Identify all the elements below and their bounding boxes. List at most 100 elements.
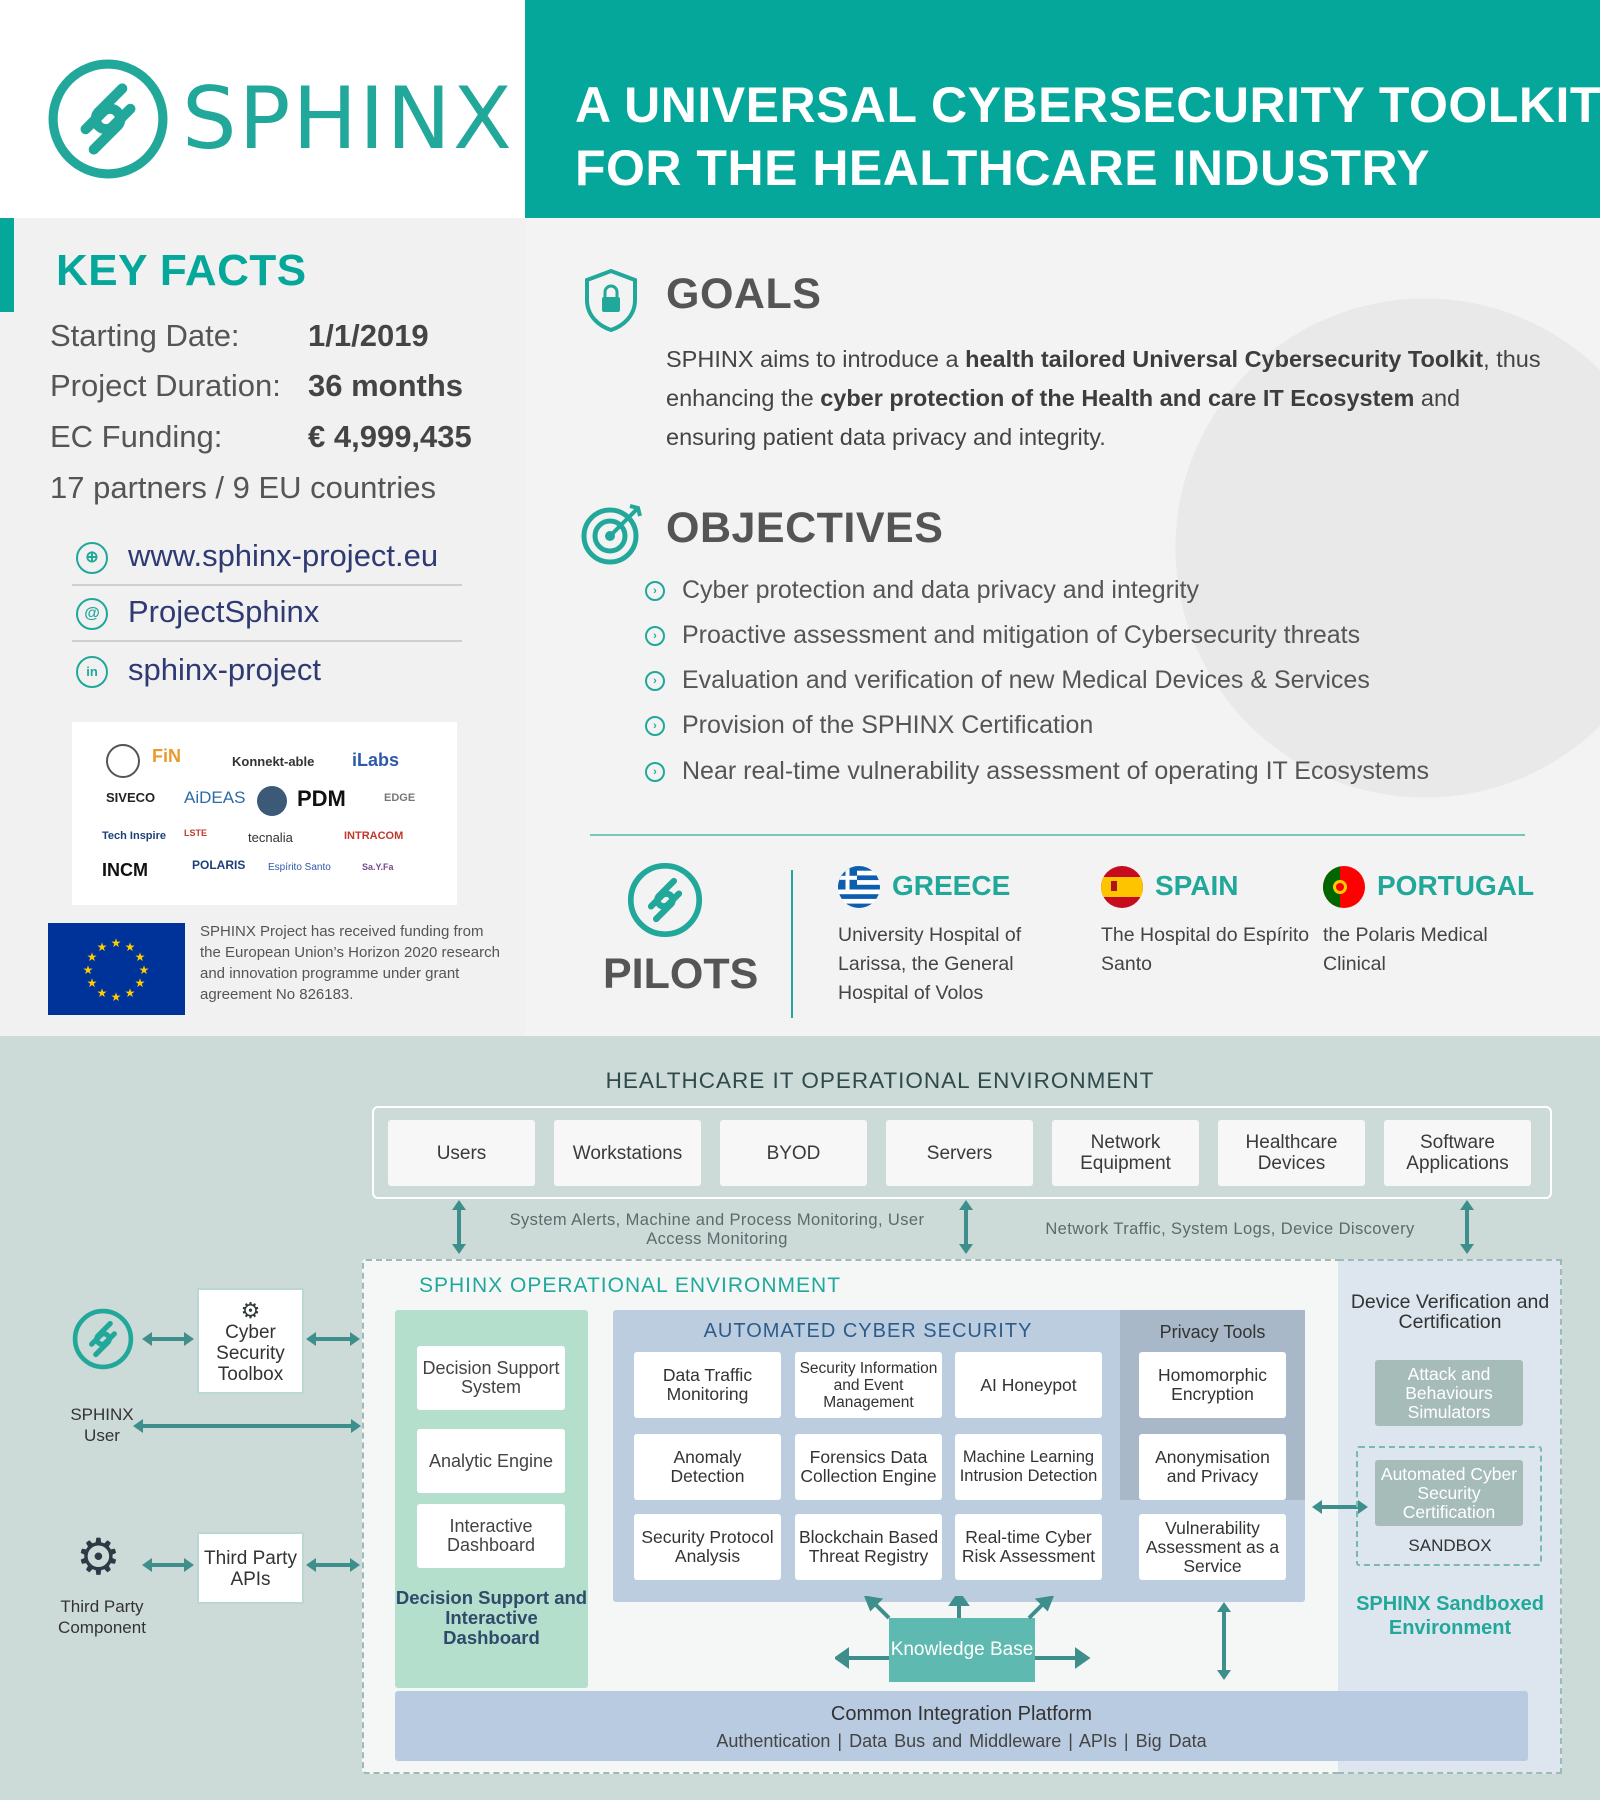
chevron-right-icon: › bbox=[645, 626, 665, 646]
objective-item-label: Evaluation and verification of new Medic… bbox=[682, 666, 1370, 694]
goals-text-bold: cyber protection of the Health and care … bbox=[820, 385, 1415, 411]
greece-flag-icon bbox=[838, 866, 880, 908]
sandbox-box bbox=[1356, 1446, 1542, 1566]
acs-item: Anomaly Detection bbox=[634, 1434, 781, 1500]
decision-support-title: Decision Support and Interactive Dashboa… bbox=[395, 1587, 588, 1648]
partner-logo-intracom: INTRACOM bbox=[344, 830, 404, 842]
bidirectional-arrow bbox=[306, 1332, 360, 1346]
bidirectional-arrow bbox=[1217, 1602, 1231, 1680]
at-icon: @ bbox=[76, 598, 108, 630]
objective-item: ›Proactive assessment and mitigation of … bbox=[645, 621, 1360, 657]
partner-logo-pdm: PDM bbox=[297, 786, 346, 811]
website-link[interactable]: ⊕ www.sphinx-project.eu bbox=[72, 534, 462, 586]
bidirectional-arrow bbox=[142, 1332, 194, 1346]
logo-area: SPHINX bbox=[0, 0, 525, 218]
shield-lock-icon bbox=[585, 268, 637, 332]
partner-logo-konnekt: Konnekt-able bbox=[232, 754, 315, 769]
divider bbox=[791, 870, 793, 1018]
sphinx-logo-icon bbox=[72, 1308, 134, 1370]
svg-text:★: ★ bbox=[139, 963, 150, 977]
attack-simulators: Attack and Behaviours Simulators bbox=[1375, 1360, 1523, 1426]
objective-item-label: Provision of the SPHINX Certification bbox=[682, 711, 1094, 739]
university-seal-logo bbox=[106, 744, 140, 778]
bidirectional-arrow bbox=[306, 1558, 360, 1572]
goals-objectives-panel: GOALS SPHINX aims to introduce a health … bbox=[525, 218, 1600, 1036]
duration-label: Project Duration: bbox=[50, 368, 281, 403]
goals-title: GOALS bbox=[666, 270, 822, 318]
svg-text:★: ★ bbox=[135, 950, 146, 964]
svg-text:★: ★ bbox=[111, 990, 122, 1004]
objective-item: › Provision of the SPHINX Certification bbox=[645, 711, 1094, 747]
website-link-text[interactable]: www.sphinx-project.eu bbox=[128, 538, 439, 573]
svg-text:★: ★ bbox=[125, 986, 136, 1000]
gear-icon: ⚙ bbox=[240, 1298, 261, 1323]
vulnerability-assessment: Vulnerability Assessment as a Service bbox=[1139, 1514, 1286, 1580]
acs-item: Data Traffic Monitoring bbox=[634, 1352, 781, 1418]
goals-text-part: , thus enhancing the bbox=[666, 346, 1541, 411]
country-desc: University Hospital of Larissa, the Gene… bbox=[838, 924, 1022, 1004]
funding-label: EC Funding: bbox=[50, 419, 223, 454]
objective-item: ›Evaluation and verification of new Medi… bbox=[645, 666, 1370, 702]
globe-icon: ⊕ bbox=[76, 542, 108, 574]
title-band: A UNIVERSAL CYBERSECURITY TOOLKIT FOR TH… bbox=[525, 0, 1600, 218]
acs-item: Real-time Cyber Risk Assessment bbox=[955, 1514, 1102, 1580]
flow-label-monitoring: System Alerts, Machine and Process Monit… bbox=[509, 1211, 925, 1248]
acs-item: Machine Learning Intrusion Detection bbox=[955, 1434, 1102, 1500]
env-item-workstations: Workstations bbox=[554, 1120, 701, 1186]
third-party-apis: Third Party APIs bbox=[197, 1532, 304, 1604]
partner-logo-fin: FiN bbox=[152, 746, 181, 766]
bidirectional-arrow bbox=[452, 1200, 466, 1254]
duration-value: 36 months bbox=[308, 368, 464, 403]
eu-flag-icon: ★★★ ★★★ ★★★ ★★★ bbox=[48, 923, 185, 1015]
knowledge-base-arrows bbox=[835, 1596, 1091, 1669]
decision-support-system: Decision Support System bbox=[417, 1346, 565, 1410]
twitter-link[interactable]: @ ProjectSphinx bbox=[72, 590, 462, 642]
toolbox-label: Cyber Security Toolbox bbox=[216, 1322, 285, 1385]
svg-text:★: ★ bbox=[83, 963, 94, 977]
env-item-users: Users bbox=[388, 1120, 535, 1186]
acs-item: Security Protocol Analysis bbox=[634, 1514, 781, 1580]
partner-logo-siveco: SIVECO bbox=[106, 790, 156, 805]
objective-item-label: Near real-time vulnerability assessment … bbox=[682, 757, 1430, 785]
partner-logo-tecnalia: tecnalia bbox=[248, 830, 293, 845]
knowledge-base: Knowledge Base bbox=[889, 1618, 1035, 1682]
partner-logo-edge: EDGE bbox=[384, 792, 416, 804]
country-name: SPAIN bbox=[1155, 870, 1239, 901]
acs-item: Blockchain Based Threat Registry bbox=[795, 1514, 942, 1580]
linkedin-link[interactable]: in sphinx-project bbox=[72, 648, 462, 700]
analytic-engine: Analytic Engine bbox=[417, 1429, 565, 1493]
architecture-diagram: HEALTHCARE IT OPERATIONAL ENVIRONMENT Us… bbox=[0, 1036, 1600, 1800]
sphinx-env-title: SPHINX OPERATIONAL ENVIRONMENT bbox=[418, 1274, 842, 1297]
pilots-title: PILOTS bbox=[603, 950, 759, 998]
partner-logo-sayfa: Sa.Y.Fa bbox=[362, 862, 394, 872]
bidirectional-arrow bbox=[142, 1558, 194, 1572]
goals-text: SPHINX aims to introduce a health tailor… bbox=[666, 340, 1546, 457]
healthcare-env-box: Users Workstations BYOD Servers Network … bbox=[372, 1106, 1552, 1199]
linkedin-link-text[interactable]: sphinx-project bbox=[128, 652, 321, 687]
svg-text:★: ★ bbox=[97, 986, 108, 1000]
twitter-link-text[interactable]: ProjectSphinx bbox=[128, 594, 320, 629]
acs-title: AUTOMATED CYBER SECURITY bbox=[703, 1320, 1033, 1342]
chevron-right-icon: › bbox=[645, 716, 665, 736]
svg-text:★: ★ bbox=[125, 940, 136, 954]
goals-text-part: SPHINX aims to introduce a bbox=[666, 346, 966, 372]
env-item-software-applications: Software Applications bbox=[1384, 1120, 1531, 1186]
country-desc: The Hospital do Espírito Santo bbox=[1101, 924, 1310, 975]
country-name: GREECE bbox=[892, 870, 1011, 901]
automated-certification: Automated Cyber Security Certification bbox=[1375, 1460, 1523, 1526]
country-desc: the Polaris Medical Clinical bbox=[1323, 924, 1488, 975]
cip-subtitle: Authentication | Data Bus and Middleware… bbox=[716, 1731, 1207, 1751]
page-title-line-1: A UNIVERSAL CYBERSECURITY TOOLKIT bbox=[575, 77, 1600, 133]
starting-date-label: Starting Date: bbox=[50, 318, 240, 353]
page-title-line-2: FOR THE HEALTHCARE INDUSTRY bbox=[575, 140, 1431, 196]
partner-logo-polaris: POLARIS bbox=[192, 858, 246, 872]
partner-seal-logo bbox=[257, 786, 287, 816]
privacy-tools-title: Privacy Tools bbox=[1159, 1322, 1266, 1342]
third-party-component-label: Third Party Component bbox=[58, 1597, 146, 1637]
linkedin-icon: in bbox=[76, 656, 108, 688]
decision-support-block: Decision Support System Analytic Engine … bbox=[395, 1310, 588, 1688]
logo-wordmark: SPHINX bbox=[182, 69, 514, 169]
interactive-dashboard: Interactive Dashboard bbox=[417, 1504, 565, 1568]
partner-logos: FiN Konnekt-able iLabs SIVECO AiDEAS PDM… bbox=[72, 722, 457, 905]
svg-text:★: ★ bbox=[135, 976, 146, 990]
